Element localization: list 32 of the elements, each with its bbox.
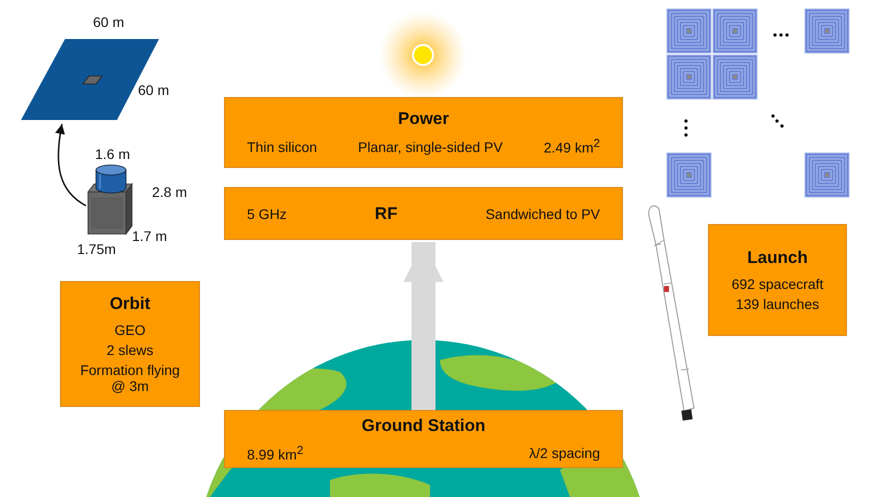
solar-panel-drawing xyxy=(20,38,160,122)
dimension-label: 60 m xyxy=(138,82,170,98)
card-heading: Power xyxy=(398,109,450,130)
dimension-label: 1.7 m xyxy=(132,228,168,244)
card-text: 139 launches xyxy=(736,296,820,312)
info-card xyxy=(224,187,623,240)
card-text: λ/2 spacing xyxy=(529,445,600,461)
card-text: Thin silicon xyxy=(247,138,318,154)
card-text: 692 spacecraft xyxy=(732,276,824,292)
card-text: GEO xyxy=(114,322,146,338)
card-heading: RF xyxy=(374,204,398,224)
info-card xyxy=(708,224,847,336)
dimension-label: 2.8 m xyxy=(152,184,188,200)
card-text: 2.49 km$^{2}$ xyxy=(544,137,600,156)
dimension-label: 60 m xyxy=(93,14,124,30)
dimension-label: 1.6 m xyxy=(95,146,130,162)
satellite-drawing xyxy=(86,164,132,236)
card-text: 2 slews xyxy=(106,342,154,358)
dimension-label: 1.75m xyxy=(77,241,116,257)
card-text: 5 GHz xyxy=(247,206,287,222)
info-card xyxy=(224,410,623,468)
card-heading: Ground Station xyxy=(362,416,486,436)
card-text: Formation flying @ 3m xyxy=(79,362,181,394)
card-heading: Orbit xyxy=(110,294,150,314)
info-card xyxy=(224,97,623,168)
card-text: 8.99 km$^{2}$ xyxy=(247,444,304,462)
info-card xyxy=(60,281,200,407)
arrow xyxy=(404,242,444,410)
card-heading: Launch xyxy=(747,248,808,268)
card-text: Planar, single-sided PV xyxy=(358,138,503,154)
card-text: Sandwiched to PV xyxy=(486,206,600,222)
arrow xyxy=(55,124,86,206)
